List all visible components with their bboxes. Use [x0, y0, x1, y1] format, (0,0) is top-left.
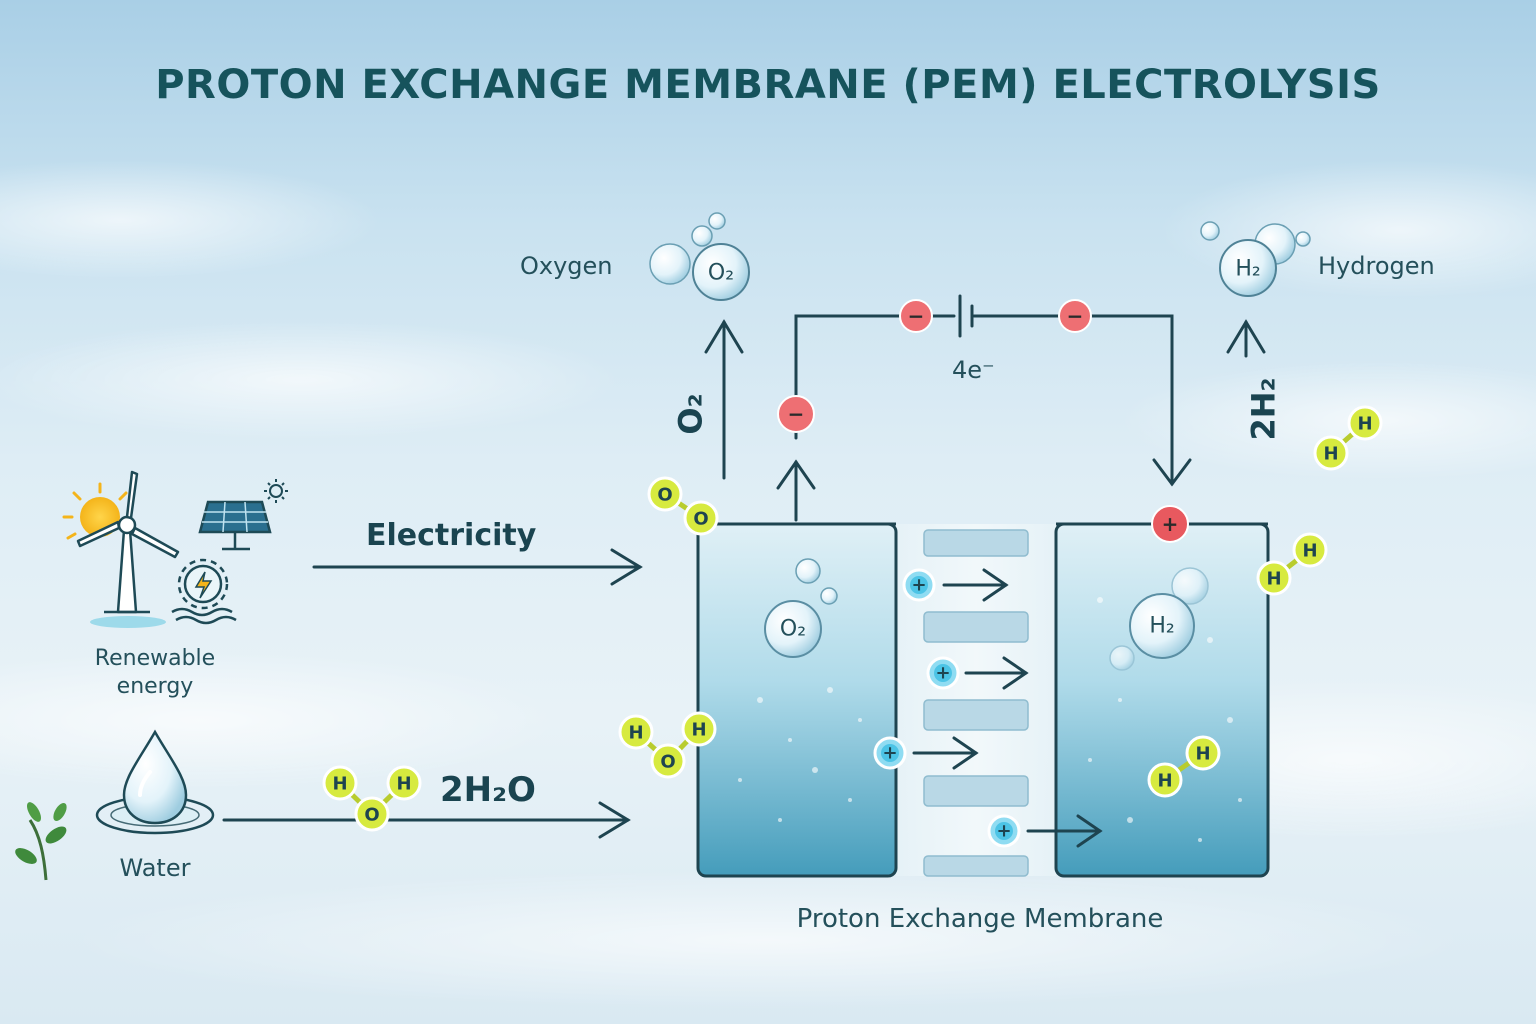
o2-vertical-label: O₂	[671, 393, 710, 435]
anode-oxygen-atom-2-label: O	[693, 509, 708, 530]
o2-up-arrow	[704, 319, 744, 480]
input-hydrogen-atom-1	[322, 765, 358, 801]
top-h2-atom-1	[1313, 435, 1349, 471]
side-h2-atom-1	[1256, 560, 1292, 596]
anode-o2-bubble	[764, 558, 838, 658]
oxygen-molecule-icon	[649, 212, 750, 301]
anode-negative-terminal	[777, 395, 815, 433]
water-label: Water	[119, 854, 191, 882]
input-oxygen-atom	[354, 796, 390, 832]
input-hydrogen-atom-1-label: H	[332, 774, 347, 795]
top-h2-atom-2	[1347, 405, 1383, 441]
proton-3-sign: +	[882, 743, 897, 764]
electricity-label: Electricity	[366, 518, 537, 553]
cell-h2-formula: H₂	[1149, 614, 1174, 639]
anode-water-oxygen-label: O	[660, 752, 675, 773]
cell-h2-atom-2-label: H	[1195, 744, 1210, 765]
membrane-label: Proton Exchange Membrane	[796, 904, 1164, 934]
proton-4-core	[995, 822, 1013, 840]
input-oxygen-atom-label: O	[364, 805, 379, 826]
sprout-icon	[15, 802, 67, 881]
cathode-h2-bubble	[1109, 567, 1209, 671]
cell-h2-atom-1-label: H	[1157, 771, 1172, 792]
cell-o2-formula: O₂	[780, 617, 806, 642]
anode-water-oxygen	[650, 743, 686, 779]
proton-1-sign: +	[911, 575, 926, 596]
electron-marker-left	[899, 299, 933, 333]
electron-marker-right	[1058, 299, 1092, 333]
proton-4-sign: +	[996, 821, 1011, 842]
renewable-energy-icon	[62, 470, 288, 628]
energy-label: energy	[116, 674, 194, 699]
h2-up-arrow	[1226, 319, 1266, 358]
cell-h2-atom-1	[1147, 762, 1183, 798]
electron-marker-left-sign: −	[908, 304, 925, 328]
input-hydrogen-atom-2-label: H	[396, 774, 411, 795]
h2-vertical-label: 2H₂	[1244, 377, 1283, 441]
side-h2-atom-2	[1292, 532, 1328, 568]
proton-2-core	[934, 664, 952, 682]
anode-water-hydrogen-1-label: H	[628, 723, 643, 744]
water-drop-icon	[95, 729, 215, 835]
page-title: PROTON EXCHANGE MEMBRANE (PEM) ELECTROLY…	[155, 62, 1381, 108]
anode-water-hydrogen-2	[681, 711, 717, 747]
water-formula-label: 2H₂O	[440, 770, 536, 810]
hydrogen-molecule-icon	[1200, 221, 1311, 297]
top-h2-atom-2-label: H	[1357, 414, 1372, 435]
oxygen-label: Oxygen	[520, 252, 613, 280]
top-h2-atom-1-label: H	[1323, 444, 1338, 465]
proton-1-core	[910, 576, 928, 594]
cathode-positive-terminal-sign: +	[1162, 512, 1179, 536]
anode-oxygen-atom-1	[647, 476, 683, 512]
proton-2-sign: +	[935, 663, 950, 684]
proton-arrows	[912, 568, 1103, 848]
electron-count-label: 4e⁻	[952, 356, 995, 384]
cathode-positive-terminal	[1151, 505, 1189, 543]
anode-oxygen-atom-2	[683, 500, 719, 536]
electricity-arrow	[312, 548, 643, 586]
side-h2-atom-1-label: H	[1266, 569, 1281, 590]
anode-negative-terminal-sign: −	[788, 402, 805, 426]
anode-oxygen-atom-1-label: O	[657, 485, 672, 506]
top-o2-formula: O₂	[708, 261, 734, 286]
proton-3-core	[881, 744, 899, 762]
membrane-slots	[923, 529, 1029, 877]
side-h2-atom-2-label: H	[1302, 541, 1317, 562]
electron-marker-right-sign: −	[1067, 304, 1084, 328]
water-input-arrow	[222, 801, 631, 839]
hydrogen-label: Hydrogen	[1318, 252, 1435, 280]
cell-h2-atom-2	[1185, 735, 1221, 771]
top-h2-formula: H₂	[1235, 257, 1260, 282]
small-bubbles	[738, 597, 1242, 842]
anode-water-hydrogen-2-label: H	[691, 720, 706, 741]
renewable-label: Renewable	[94, 646, 216, 671]
input-hydrogen-atom-2	[386, 765, 422, 801]
anode-water-hydrogen-1	[618, 714, 654, 750]
